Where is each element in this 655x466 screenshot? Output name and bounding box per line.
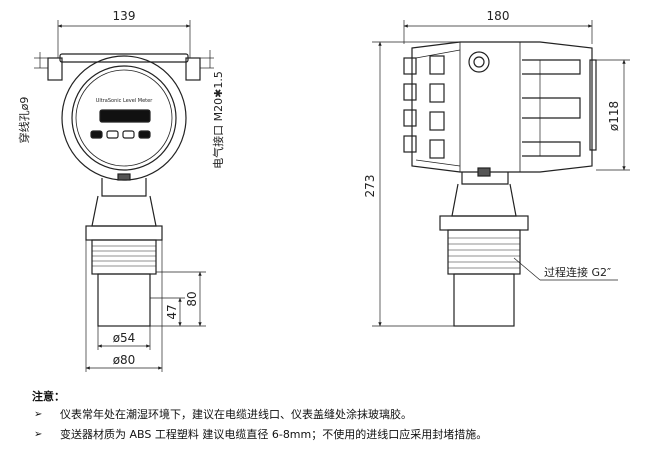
note-item: ➢ 变送器材质为 ABS 工程塑料 建议电缆直径 6-8mm；不使用的进线口应采…	[32, 428, 642, 442]
meter-label: UltraSonic Level Meter	[96, 98, 153, 104]
notes-section: 注意： ➢ 仪表常年处在潮湿环境下，建议在电缆进线口、仪表盖缝处涂抹玻璃胶。 ➢…	[32, 388, 642, 448]
note-text: 变送器材质为 ABS 工程塑料 建议电缆直径 6-8mm；不使用的进线口应采用封…	[60, 428, 488, 441]
front-width-label: 139	[113, 9, 136, 23]
height-80-label: 80	[185, 291, 199, 306]
side-view	[372, 20, 630, 327]
height-47-label: 47	[165, 304, 179, 319]
cable-hole-label: 穿线孔ø9	[17, 97, 31, 144]
arrow-bullet-icon: ➢	[34, 409, 43, 420]
cable-entry-label: 电气接口 M20✱1.5	[211, 71, 225, 169]
height-273-label: 273	[363, 175, 377, 198]
dia-54-label: ø54	[113, 331, 136, 345]
side-width-label: 180	[487, 9, 510, 23]
dia-80-label: ø80	[113, 353, 136, 367]
front-view	[34, 20, 214, 372]
process-connection-label: 过程连接 G2″	[544, 266, 611, 279]
dia-118-label: ø118	[607, 101, 621, 131]
arrow-bullet-icon: ➢	[34, 429, 43, 440]
technical-drawing: 139 穿线孔ø9 电气接口 M20✱1.5 UltraSonic Level …	[17, 9, 630, 372]
notes-title: 注意：	[32, 390, 65, 403]
note-item: ➢ 仪表常年处在潮湿环境下，建议在电缆进线口、仪表盖缝处涂抹玻璃胶。	[32, 408, 642, 422]
note-text: 仪表常年处在潮湿环境下，建议在电缆进线口、仪表盖缝处涂抹玻璃胶。	[60, 408, 412, 421]
